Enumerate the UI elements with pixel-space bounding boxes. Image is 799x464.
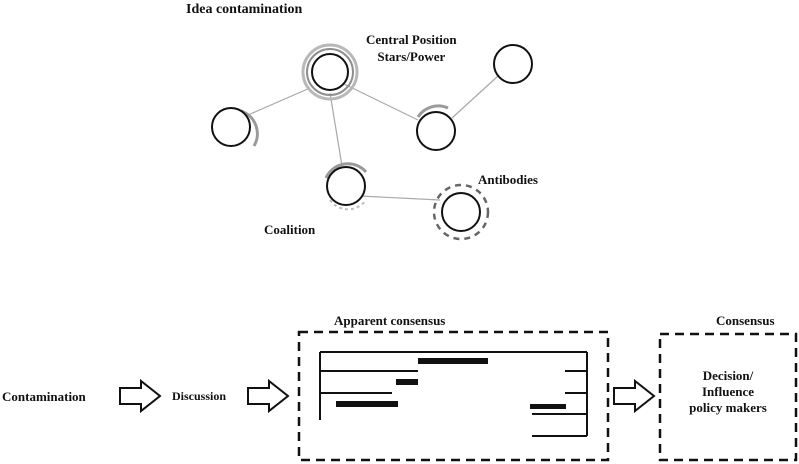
arrow-contamination-discussion (119, 378, 162, 414)
obscured-text-fragments (336, 358, 566, 409)
edge-coalition-antibodies (359, 195, 441, 201)
antibodies-label: Antibodies (478, 172, 538, 187)
discussion-label: Discussion (172, 389, 227, 403)
decision-label-line1: Decision/ (702, 368, 754, 383)
central-position-label-line2: Stars/Power (377, 49, 446, 64)
antibodies-node (432, 183, 490, 241)
central-node (301, 43, 359, 101)
edge-central-coalition (329, 92, 343, 167)
left-node (211, 107, 259, 147)
consensus-label: Consensus (716, 313, 775, 328)
apparent-consensus-box (297, 330, 610, 462)
network-edges (247, 75, 499, 201)
decision-label-line3: policy makers (689, 400, 767, 415)
arrow-discussion-apparent (247, 378, 290, 414)
decision-label-line2: Influence (702, 384, 754, 399)
title-idea-contamination: Idea contamination (186, 2, 303, 17)
top-right-node (493, 44, 533, 84)
edge-right-topright (451, 75, 499, 119)
decision-label: Decision/ Influence policy makers (668, 368, 788, 416)
apparent-consensus-label: Apparent consensus (334, 313, 446, 328)
contamination-label: Contamination (2, 389, 86, 404)
consensus-ladder (319, 351, 588, 437)
coalition-node (324, 162, 368, 211)
right-node (416, 104, 456, 151)
edge-central-left (247, 87, 311, 116)
edge-central-right (343, 83, 419, 121)
consensus-box (658, 332, 798, 462)
arrow-apparent-consensus (613, 378, 656, 414)
central-position-label: Central Position Stars/Power (366, 31, 457, 65)
coalition-label: Coalition (264, 222, 316, 237)
central-position-label-line1: Central Position (366, 32, 457, 47)
